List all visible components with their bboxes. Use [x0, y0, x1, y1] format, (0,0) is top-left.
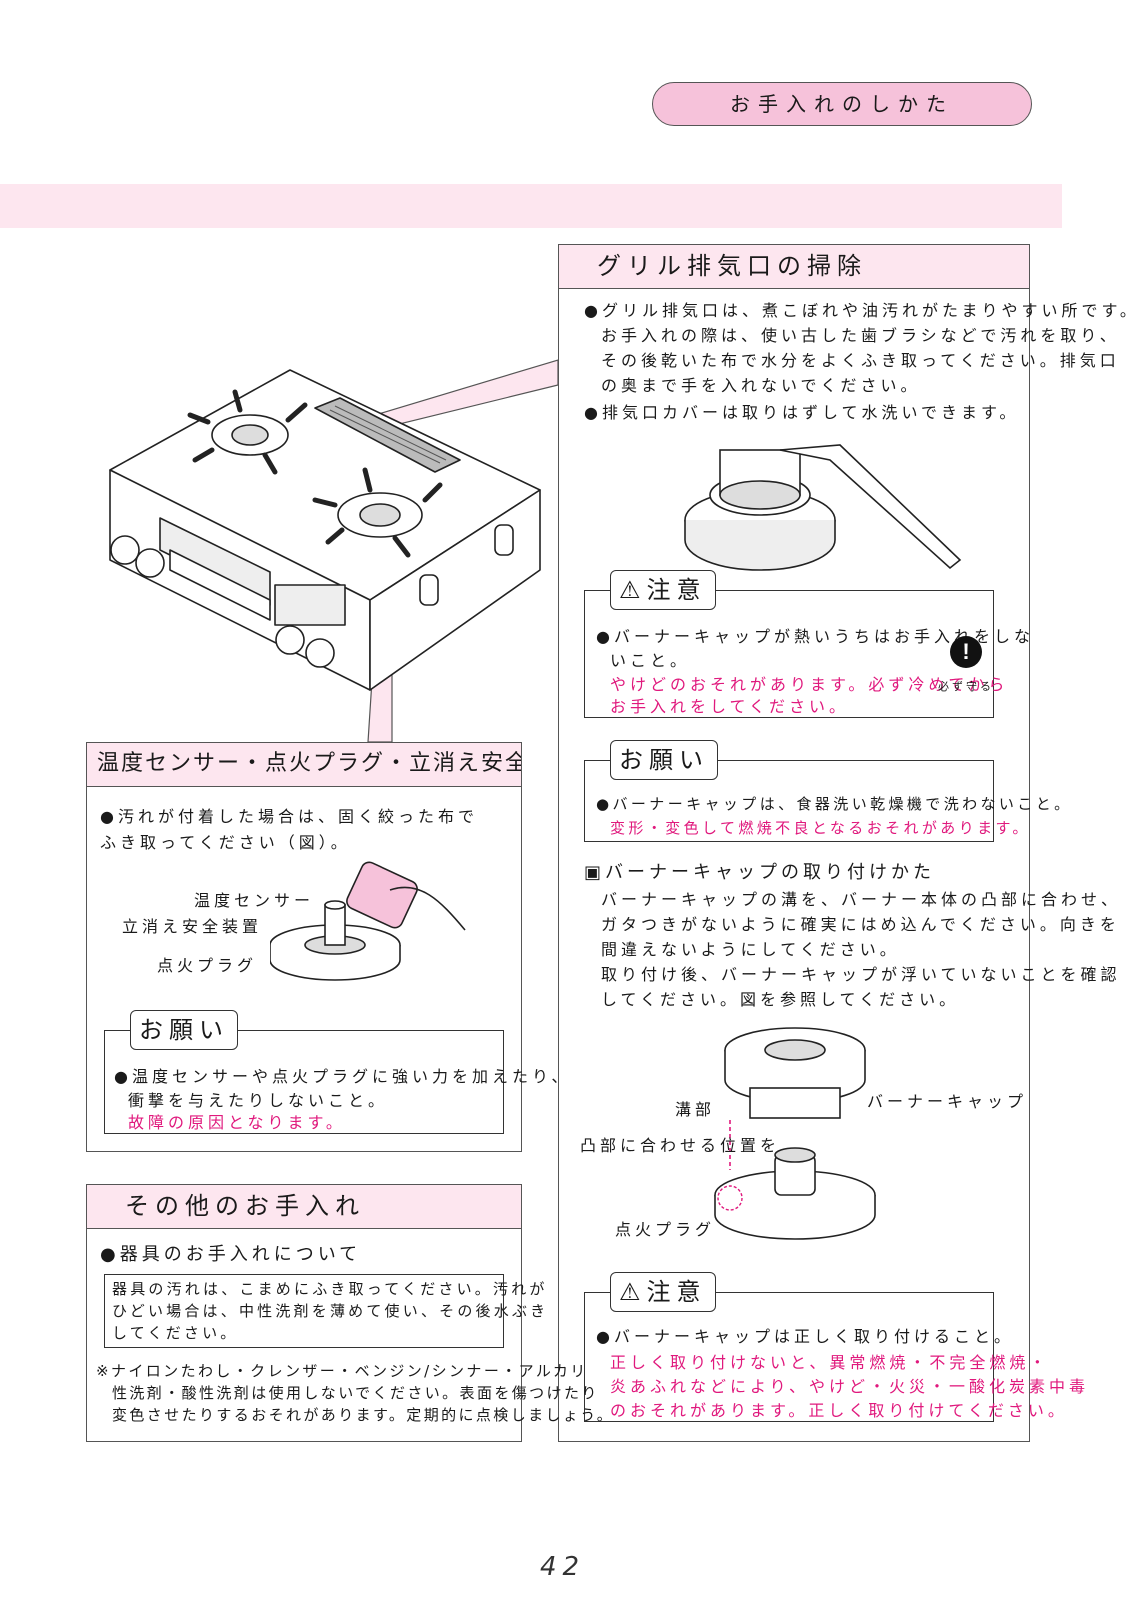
caution-line-1: ●バーナーキャップが熱いうちはお手入れをしな: [596, 627, 1034, 646]
burner-line-1: バーナーキャップの溝を、バーナー本体の凸部に合わせ、: [601, 890, 1122, 909]
caution-tab-1: ⚠注意: [610, 570, 716, 610]
gas-stove-illustration: [109, 369, 541, 691]
other-care-title: その他のお手入れ: [87, 1185, 521, 1229]
section-tab: お手入れのしかた: [652, 82, 1032, 126]
exhaust-bullet-1-cont-a: お手入れの際は、使い古した歯ブラシなどで汚れを取り、: [601, 326, 1120, 345]
other-care-box-line-2: ひどい場合は、中性洗剤を薄めて使い、その後水ぶき: [112, 1302, 549, 1320]
label-flame-safety: 立消え安全装置: [122, 917, 263, 936]
caution-line-2: いこと。: [610, 651, 691, 670]
must-follow-icon: !: [950, 636, 982, 668]
burner-line-3: 間違えないようにしてください。: [601, 940, 900, 959]
exhaust-cleaning-panel: グリル排気口の掃除: [558, 244, 1030, 1442]
must-follow-label: 必ず守る: [938, 680, 994, 693]
other-care-note-3: 変色させたりするおそれがあります。定期的に点検しましょう。: [112, 1406, 615, 1424]
exhaust-bullet-1-cont-b: その後乾いた布で水分をよくふき取ってください。排気口: [601, 351, 1120, 370]
exhaust-panel-title: グリル排気口の掃除: [559, 245, 1029, 289]
caution2-line-1: ●バーナーキャップは正しく取り付けること。: [596, 1327, 1014, 1346]
label-notch: 溝部: [675, 1100, 716, 1119]
other-care-bullet: ●器具のお手入れについて: [100, 1244, 362, 1265]
sensor-bullet-1-cont: ふき取ってください（図）。: [100, 833, 351, 852]
burner-cap-brush-illustration: [684, 444, 962, 571]
burner-line-4: 取り付け後、バーナーキャップが浮いていないことを確認: [601, 965, 1121, 984]
exhaust-bullet-1-cont-c: の奥まで手を入れないでください。: [601, 376, 921, 395]
label-align: 凸部に合わせる位置を: [580, 1136, 781, 1155]
other-care-note-1: ※ナイロンたわし・クレンザー・ベンジン/シンナー・アルカリ: [96, 1362, 588, 1380]
sensor-panel-title: 温度センサー・点火プラグ・立消え安全装置: [87, 743, 521, 787]
sensor-wipe-illustration: [270, 861, 466, 981]
page-number: 42: [540, 1552, 586, 1582]
sensor-notice-line-1: ●温度センサーや点火プラグに強い力を加えたり、: [114, 1067, 572, 1086]
sensor-bullet-1: ●汚れが付着した場合は、固く絞った布で: [100, 807, 478, 826]
label-convex: 点火プラグ: [615, 1220, 716, 1239]
notice-tab-1: お願い: [610, 740, 718, 780]
notice-tab-sensor: お願い: [130, 1010, 238, 1050]
burner-section-heading: ▣バーナーキャップの取り付けかた: [584, 862, 936, 883]
sensor-notice-pink: 故障の原因となります。: [128, 1113, 346, 1132]
label-ignition-plug: 点火プラグ: [157, 956, 258, 975]
caution-pink-1: やけどのおそれがあります。必ず冷めてから: [610, 675, 1009, 694]
caution2-pink-2: 炎あふれなどにより、やけど・火災・一酸化炭素中毒: [610, 1377, 1090, 1396]
section-band: [0, 184, 1062, 228]
caution-pink-2: お手入れをしてください。: [610, 697, 850, 716]
other-care-box-line-3: してください。: [112, 1324, 239, 1342]
caution-box-install: [584, 1292, 994, 1422]
sensor-notice-line-2: 衝撃を与えたりしないこと。: [128, 1091, 389, 1110]
caution-tab-2: ⚠注意: [610, 1272, 716, 1312]
notice-line-1: ●バーナーキャップは、食器洗い乾燥機で洗わないこと。: [596, 795, 1073, 813]
label-burner-cap: バーナーキャップ: [867, 1092, 1028, 1111]
caution2-pink-3: のおそれがあります。正しく取り付けてください。: [610, 1401, 1068, 1420]
notice-pink-1: 変形・変色して燃焼不良となるおそれがあります。: [610, 819, 1031, 837]
exhaust-bullet-1: ●グリル排気口は、煮こぼれや油汚れがたまりやすい所です。: [584, 301, 1131, 320]
other-care-note-2: 性洗剤・酸性洗剤は使用しないでください。表面を傷つけたり: [112, 1384, 599, 1402]
burner-line-5: してください。図を参照してください。: [601, 990, 960, 1009]
exhaust-bullet-2: ●排気口カバーは取りはずして水洗いできます。: [584, 403, 1020, 422]
other-care-box-line-1: 器具の汚れは、こまめにふき取ってください。汚れが: [112, 1280, 548, 1298]
other-care-box: [104, 1274, 504, 1348]
caution2-pink-1: 正しく取り付けないと、異常燃焼・不完全燃焼・: [610, 1353, 1050, 1372]
caution-box-hot: [584, 590, 994, 718]
burner-assembly-illustration: [714, 1027, 876, 1240]
burner-line-2: ガタつきがないように確実にはめ込んでください。向きを: [601, 915, 1120, 934]
label-temp-sensor: 温度センサー: [194, 891, 315, 910]
